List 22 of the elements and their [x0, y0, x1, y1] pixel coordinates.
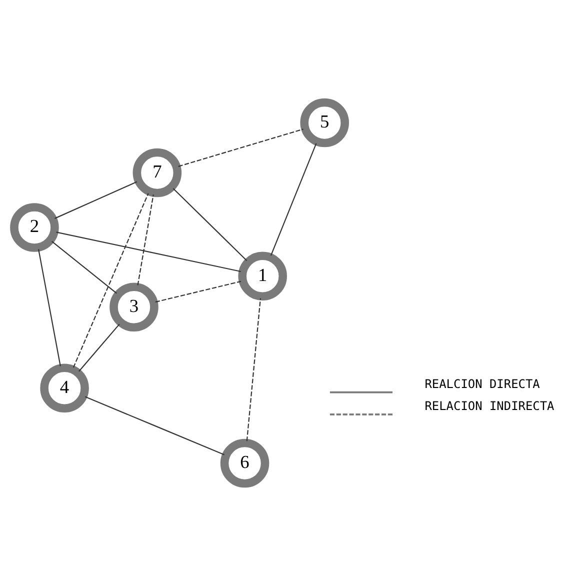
connector	[54, 180, 138, 218]
node-circle: 1	[238, 251, 287, 300]
connector	[72, 192, 149, 368]
connector	[85, 396, 225, 455]
connector	[246, 298, 262, 441]
connector	[178, 128, 304, 166]
node-circle: 4	[40, 363, 89, 412]
node-circle: 5	[300, 98, 349, 147]
connector	[137, 194, 154, 285]
connector	[56, 231, 241, 272]
legend-label: RELACION INDIRECTA	[424, 398, 554, 413]
legend-label: REALCION DIRECTA	[424, 376, 540, 391]
connector	[172, 188, 248, 261]
connector	[52, 240, 117, 294]
node-circle: 7	[132, 148, 182, 197]
connector	[78, 323, 120, 372]
connector	[270, 142, 317, 256]
connector	[155, 280, 242, 302]
node-circle: 3	[110, 282, 158, 332]
node-circle: 6	[220, 438, 270, 488]
connector	[38, 248, 61, 366]
node-circle: 2	[10, 202, 59, 252]
